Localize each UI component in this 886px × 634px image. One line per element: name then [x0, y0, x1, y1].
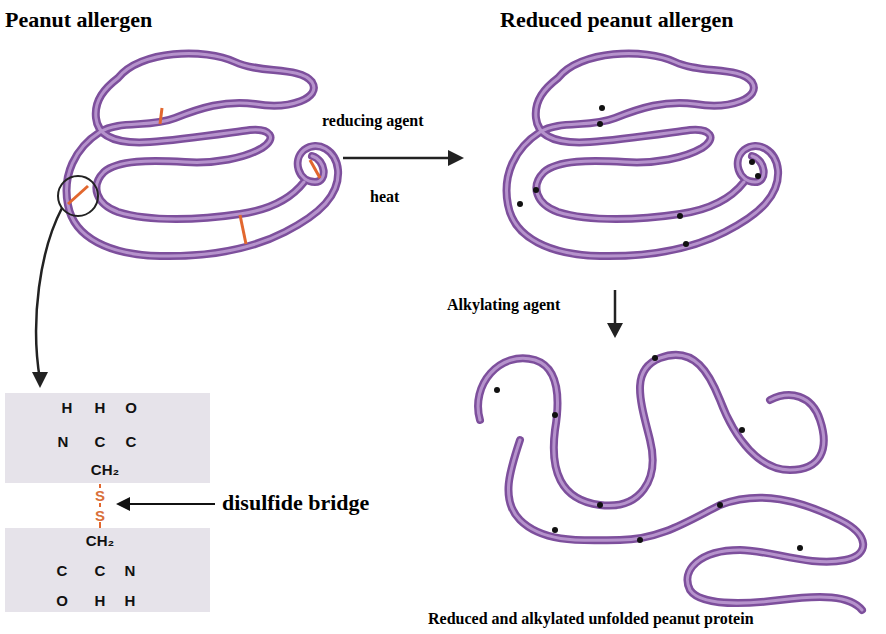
- atom-symbol: C: [57, 563, 68, 578]
- sulfur-atom: S: [95, 508, 105, 523]
- atom-symbol: N: [58, 434, 69, 449]
- callout-label: disulfide bridge: [222, 491, 369, 515]
- panel-caption: Reduced and alkylated unfolded peanut pr…: [428, 610, 754, 628]
- sulfur-atom: S: [95, 488, 105, 503]
- structure-box: CH₂ C C N O H H: [5, 528, 210, 612]
- atom-symbol: C: [95, 434, 106, 449]
- step-label: Alkylating agent: [447, 296, 560, 314]
- atom-symbol: N: [125, 563, 136, 578]
- step-label: reducing agent: [322, 112, 423, 130]
- panel-title: Peanut allergen: [5, 8, 152, 32]
- atom-symbol: CH₂: [91, 462, 119, 477]
- atom-symbol: H: [95, 400, 106, 415]
- atom-symbol: O: [56, 593, 68, 608]
- atom-symbol: H: [125, 593, 136, 608]
- atom-symbol: C: [126, 434, 137, 449]
- panel-title: Reduced peanut allergen: [500, 8, 733, 32]
- atom-symbol: H: [62, 400, 73, 415]
- atom-symbol: CH₂: [86, 533, 114, 548]
- atom-symbol: C: [95, 563, 106, 578]
- step-label: heat: [370, 188, 399, 206]
- structure-box: H H O N C C CH₂: [5, 393, 210, 483]
- atom-symbol: O: [125, 400, 137, 415]
- atom-symbol: H: [95, 593, 106, 608]
